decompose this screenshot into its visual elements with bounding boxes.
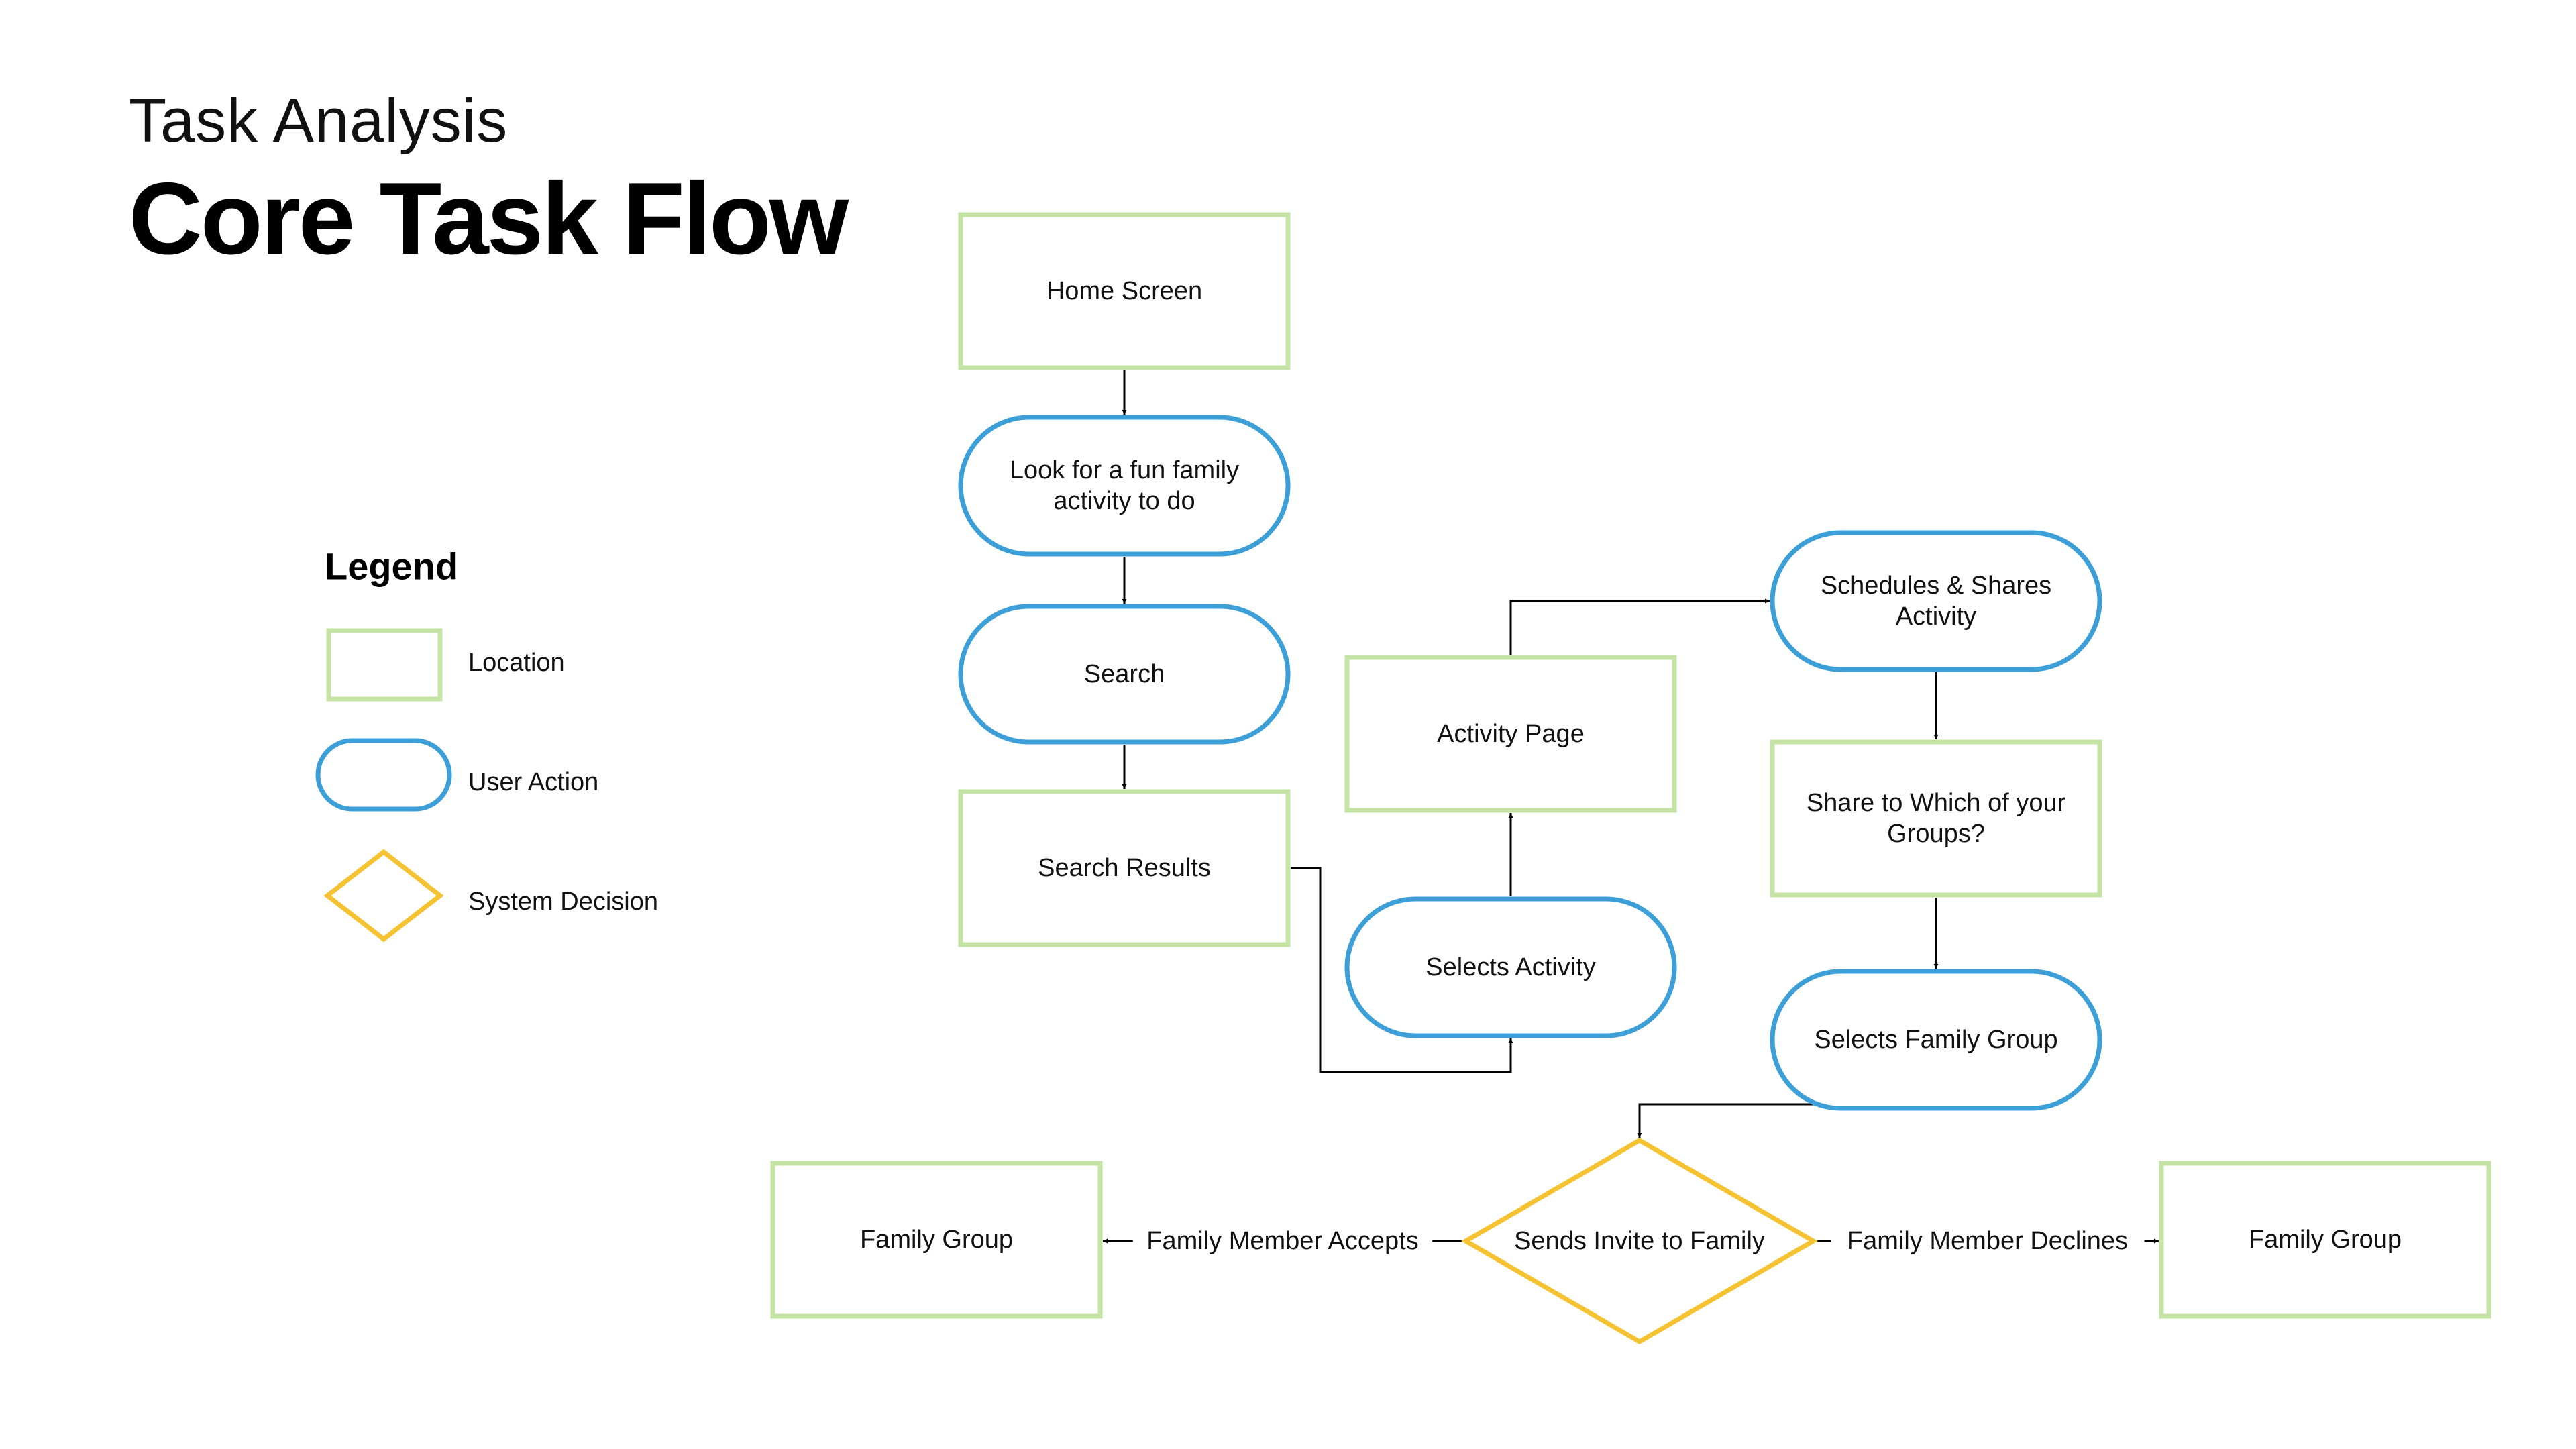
edge-label: Family Member Declines — [1847, 1227, 2128, 1255]
node-label: Share to Which of your — [1807, 789, 2066, 817]
node-label: Activity — [1896, 602, 1976, 631]
location-shape — [770, 1161, 1103, 1319]
legend-item-location: Location — [326, 628, 565, 702]
legend-user-action-swatch — [315, 738, 452, 812]
node-search-results: Search Results — [958, 789, 1291, 947]
node-label: Activity Page — [1437, 720, 1585, 748]
node-home-screen: Home Screen — [958, 212, 1291, 370]
system-decision-shape — [1461, 1137, 1818, 1345]
connector-line — [1509, 598, 1770, 655]
node-label: Home Screen — [1046, 277, 1202, 305]
node-label: Family Group — [860, 1226, 1013, 1254]
location-shape — [958, 212, 1291, 370]
legend-system-decision-swatch — [323, 849, 444, 943]
user-action-shape — [958, 415, 1291, 557]
node-family-group-decline: Family Group — [2159, 1161, 2491, 1319]
node-family-group-accept: Family Group — [770, 1161, 1103, 1319]
user-action-shape — [1770, 530, 2102, 672]
node-sends-invite: Sends Invite to Family — [1461, 1137, 1818, 1345]
connector-search-results-to-selects-activity — [1291, 867, 1513, 1073]
edge-label-background — [1831, 1224, 2145, 1258]
user-action-shape — [958, 604, 1291, 745]
connector-line — [1291, 867, 1513, 1073]
node-label: Search — [1084, 660, 1165, 688]
legend-label: User Action — [468, 768, 598, 796]
connector-sends-invite-to-family-group-decline: Family Member Declines — [1816, 1224, 2159, 1258]
node-label: Schedules & Shares — [1821, 572, 2051, 600]
node-label: Selects Family Group — [1814, 1026, 2057, 1054]
location-shape — [958, 789, 1291, 947]
legend-item-user-action: User Action — [315, 738, 598, 812]
page-subtitle: Task Analysis — [129, 87, 508, 155]
node-search: Search — [958, 604, 1291, 745]
user-action-shape — [1770, 969, 2102, 1111]
edge-label-background — [1132, 1224, 1433, 1258]
legend-label: System Decision — [468, 888, 658, 916]
node-label: Groups? — [1887, 820, 1985, 848]
connectors: Family Member Accepts Family Member Decli… — [1103, 370, 2159, 1258]
legend-location-swatch — [326, 628, 443, 702]
header: Task Analysis Core Task Flow — [129, 80, 849, 276]
location-shape — [1770, 739, 2102, 898]
connector-activity-page-to-schedules-shares — [1509, 598, 1770, 655]
node-selects-family-group: Selects Family Group — [1770, 969, 2102, 1111]
node-label: Sends Invite to Family — [1514, 1227, 1765, 1255]
node-label: activity to do — [1053, 487, 1195, 515]
node-label: Family Group — [2249, 1226, 2402, 1254]
page-title: Core Task Flow — [129, 162, 849, 276]
legend-label: Location — [468, 649, 565, 677]
legend-title: Legend — [325, 545, 458, 588]
user-action-shape — [1344, 896, 1677, 1038]
legend-item-system-decision: System Decision — [323, 849, 658, 943]
node-label: Look for a fun family — [1010, 456, 1239, 484]
node-label: Selects Activity — [1426, 953, 1595, 981]
location-shape — [1344, 655, 1677, 813]
connector-sends-invite-to-family-group-accept: Family Member Accepts — [1103, 1224, 1463, 1258]
node-activity-page: Activity Page — [1344, 655, 1677, 813]
node-label: Search Results — [1038, 854, 1211, 882]
node-look-for-activity: Look for a fun family activity to do — [958, 415, 1291, 557]
location-shape — [2159, 1161, 2491, 1319]
node-selects-activity: Selects Activity — [1344, 896, 1677, 1038]
edge-label: Family Member Accepts — [1146, 1227, 1418, 1255]
